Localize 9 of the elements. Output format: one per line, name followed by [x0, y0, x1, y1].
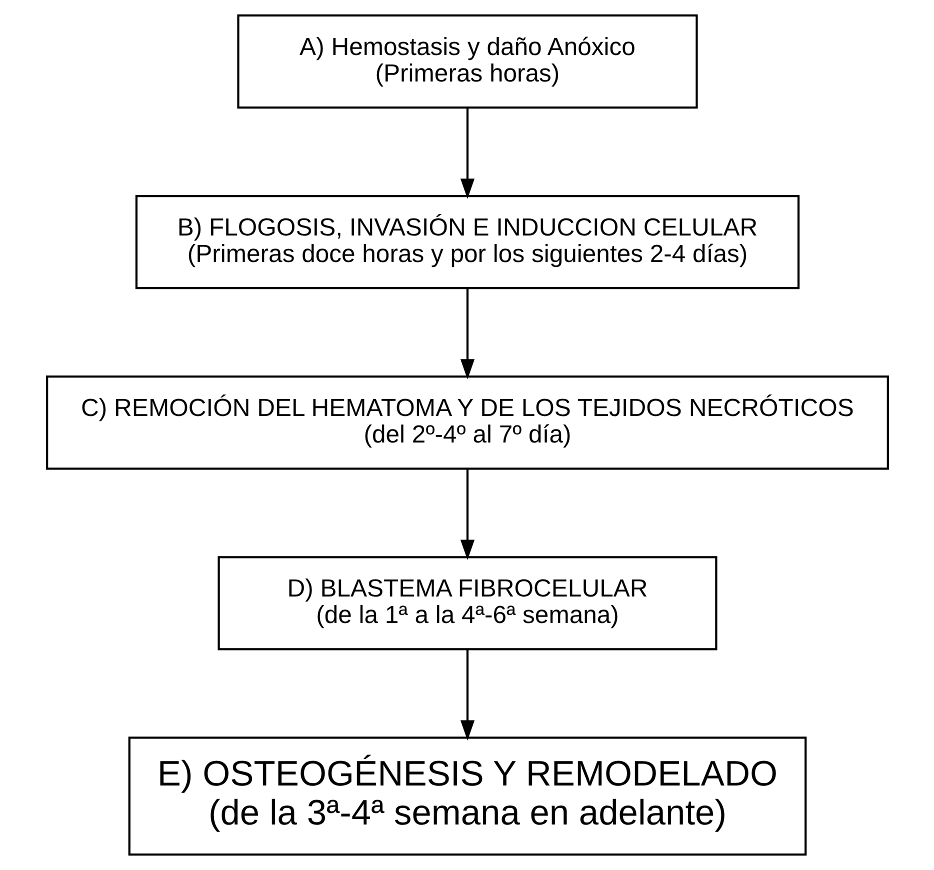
arrow	[460, 649, 474, 740]
node-box: A) Hemostasis y daño Anóxico (Primeras horas)	[236, 14, 698, 109]
node-box: B) FLOGOSIS, INVASIÓN E INDUCCION CELULAR (Primeras doce horas y por los siguientes 2-4 días)	[134, 194, 800, 290]
node-box: E) OSTEOGÉNESIS Y REMODELADO (de la 3ª-4ª semana en adelante)	[128, 736, 806, 856]
arrow	[460, 469, 474, 560]
node-box: D) BLASTEMA FIBROCELULAR (de la 1ª a la 4ª-6ª semana)	[217, 556, 717, 650]
arrow	[460, 108, 474, 199]
node-box: C) REMOCIÓN DEL HEMATOMA Y DE LOS TEJIDOS NECRÓTICOS (del 2º-4º al 7º día)	[46, 376, 888, 470]
arrow	[460, 288, 474, 380]
